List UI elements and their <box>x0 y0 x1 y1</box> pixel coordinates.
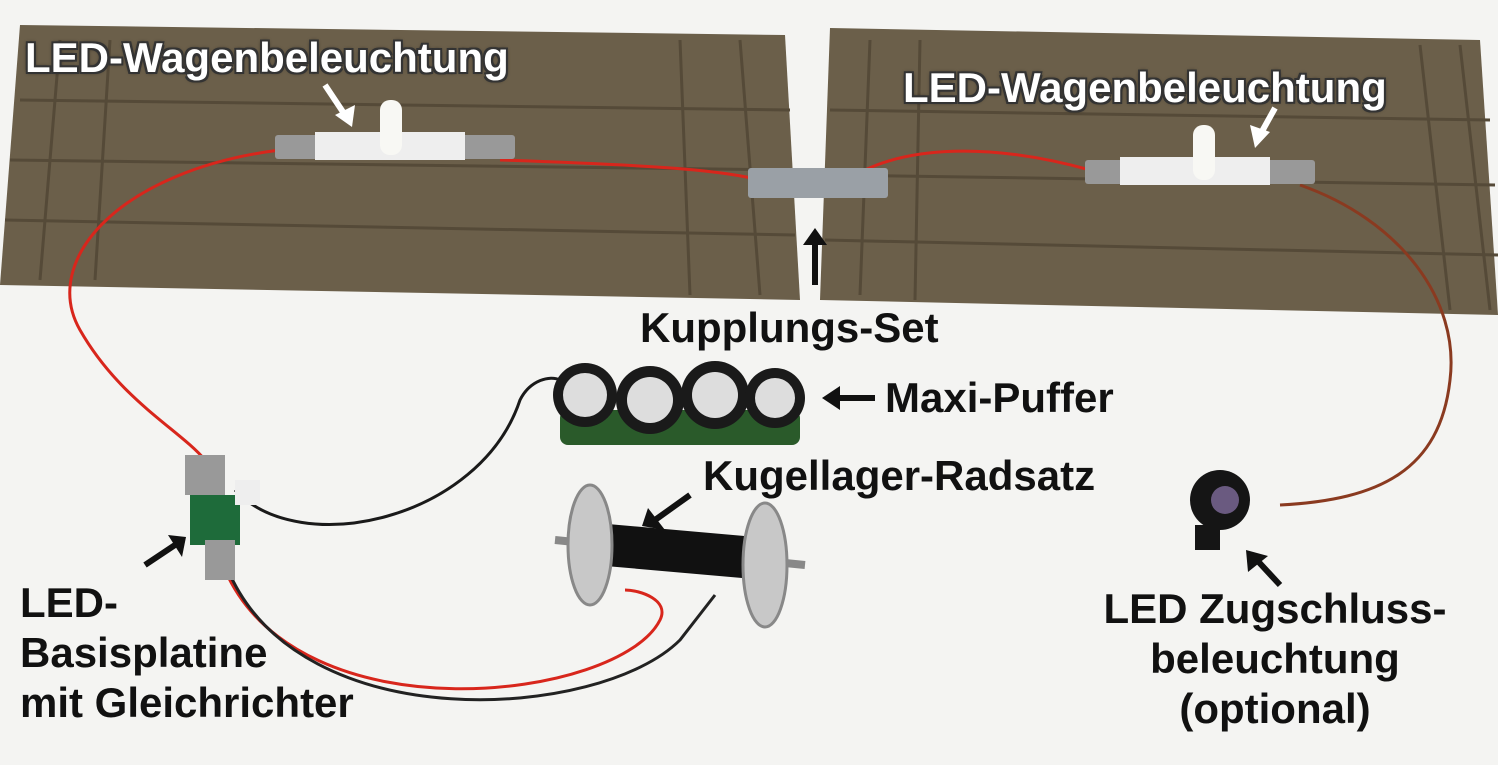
label-basisplatine: LED- Basisplatine mit Gleichrichter <box>20 578 354 728</box>
label-line: Basisplatine <box>20 629 268 676</box>
label-line: LED Zugschluss- <box>1103 585 1447 632</box>
label-line: LED- <box>20 579 118 626</box>
label-led-wagenbeleuchtung-left: LED-Wagenbeleuchtung <box>25 34 509 81</box>
wires <box>68 148 1453 702</box>
coupling-set <box>748 168 888 198</box>
base-board <box>185 455 260 580</box>
label-kugellager-radsatz: Kugellager-Radsatz <box>703 452 1096 499</box>
tail-light <box>1190 470 1250 550</box>
led-board-right <box>1085 125 1315 185</box>
maxi-puffer-capacitors <box>553 361 805 445</box>
label-line: (optional) <box>1179 685 1371 732</box>
wheelset <box>554 483 806 629</box>
label-line: beleuchtung <box>1150 635 1400 682</box>
label-led-wagenbeleuchtung-right: LED-Wagenbeleuchtung <box>903 64 1387 111</box>
roof-panel-left <box>0 25 800 300</box>
label-kupplungs-set: Kupplungs-Set <box>640 304 939 351</box>
arrows <box>143 83 1283 588</box>
label-line: mit Gleichrichter <box>20 679 354 726</box>
led-board-left <box>275 100 515 160</box>
label-zugschluss: LED Zugschluss- beleuchtung (optional) <box>1075 584 1475 734</box>
label-maxi-puffer: Maxi-Puffer <box>885 374 1114 421</box>
